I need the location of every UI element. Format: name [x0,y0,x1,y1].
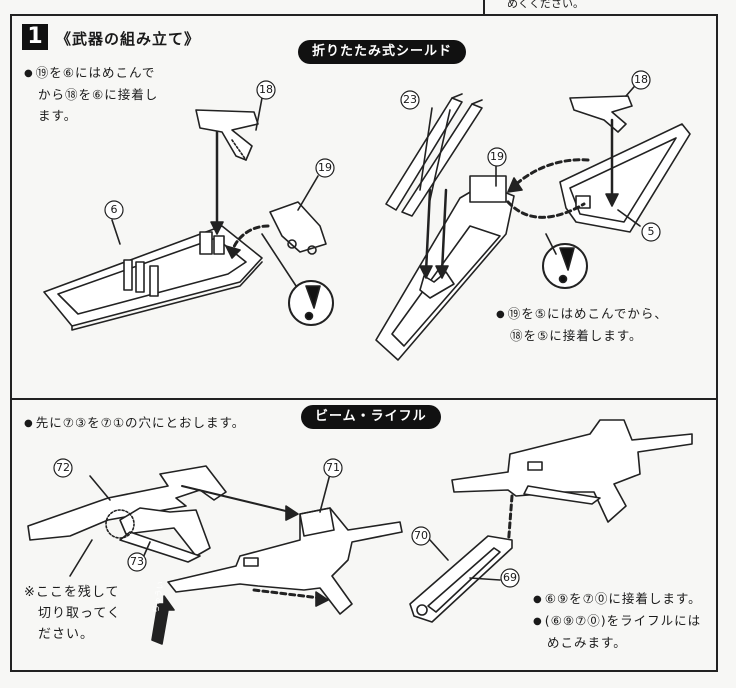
shield-upper-right [559,123,691,233]
part-label-71: 71 [326,461,340,474]
bullet-icon: ● [24,418,34,429]
bullet-icon: ● [496,309,506,320]
rifle-part-71 [167,507,403,615]
arrow-head-icon [210,221,224,235]
part-label-5: 5 [647,225,655,238]
caution-icon [542,243,588,289]
part-label-70: 70 [414,529,428,542]
hinge-part-19-left [269,201,327,255]
clamp-part-18-right [569,95,633,133]
part-label-72: 72 [56,461,70,474]
step-title: 《武器の組み立て》 [56,30,201,48]
bullet-icon: ● [24,68,34,79]
part-label-6: 6 [110,203,118,216]
rifle-section-title: ビーム・ライフル [301,405,441,429]
shield-section-title: 折りたたみ式シールド [298,40,467,64]
part-label-23: 23 [403,93,417,106]
parts-69-70 [409,535,513,623]
cut-note: ※ここを残して 切り取ってく ださい。 [24,585,121,642]
shield-instruction-right: ●⑲を⑤にはめこんでから、 ⑱を⑤に接着します。 [496,306,668,343]
part-label-19-right: 19 [490,150,504,163]
part-label-18: 18 [259,83,273,96]
part-label-18-right: 18 [634,73,648,86]
bullet-icon: ● [533,594,543,605]
page-frame [10,14,718,672]
step-number: 1 [22,24,48,50]
caution-icon [288,280,334,326]
corner-text: めくください。 [507,0,584,10]
clamp-part-18-left [195,109,259,161]
shield-instruction-left: ●⑲を⑥にはめこんで から⑱を⑥に接着し ます。 [24,65,159,123]
part-labels [53,70,661,588]
bullet-icon: ● [533,616,543,627]
part-label-19: 19 [318,161,332,174]
rifle-instruction-top: ●先に⑦③を⑦①の穴にとおします。 [24,415,246,430]
previous-page-corner: めくください。 [483,0,720,14]
part-label-73: 73 [130,555,144,568]
rods-part-23 [385,93,483,217]
upward-arrow-icon [151,595,175,645]
rifle-instruction-bottom: ●⑥⑨を⑦⓪に接着します。 ●(⑥⑨⑦⓪)をライフルには めこみます。 [533,591,702,650]
part-label-69: 69 [503,571,517,584]
sprue-part-72 [27,465,227,563]
shield-part-6 [43,225,263,331]
rifle-assembled [451,419,693,523]
section-divider [10,398,718,400]
